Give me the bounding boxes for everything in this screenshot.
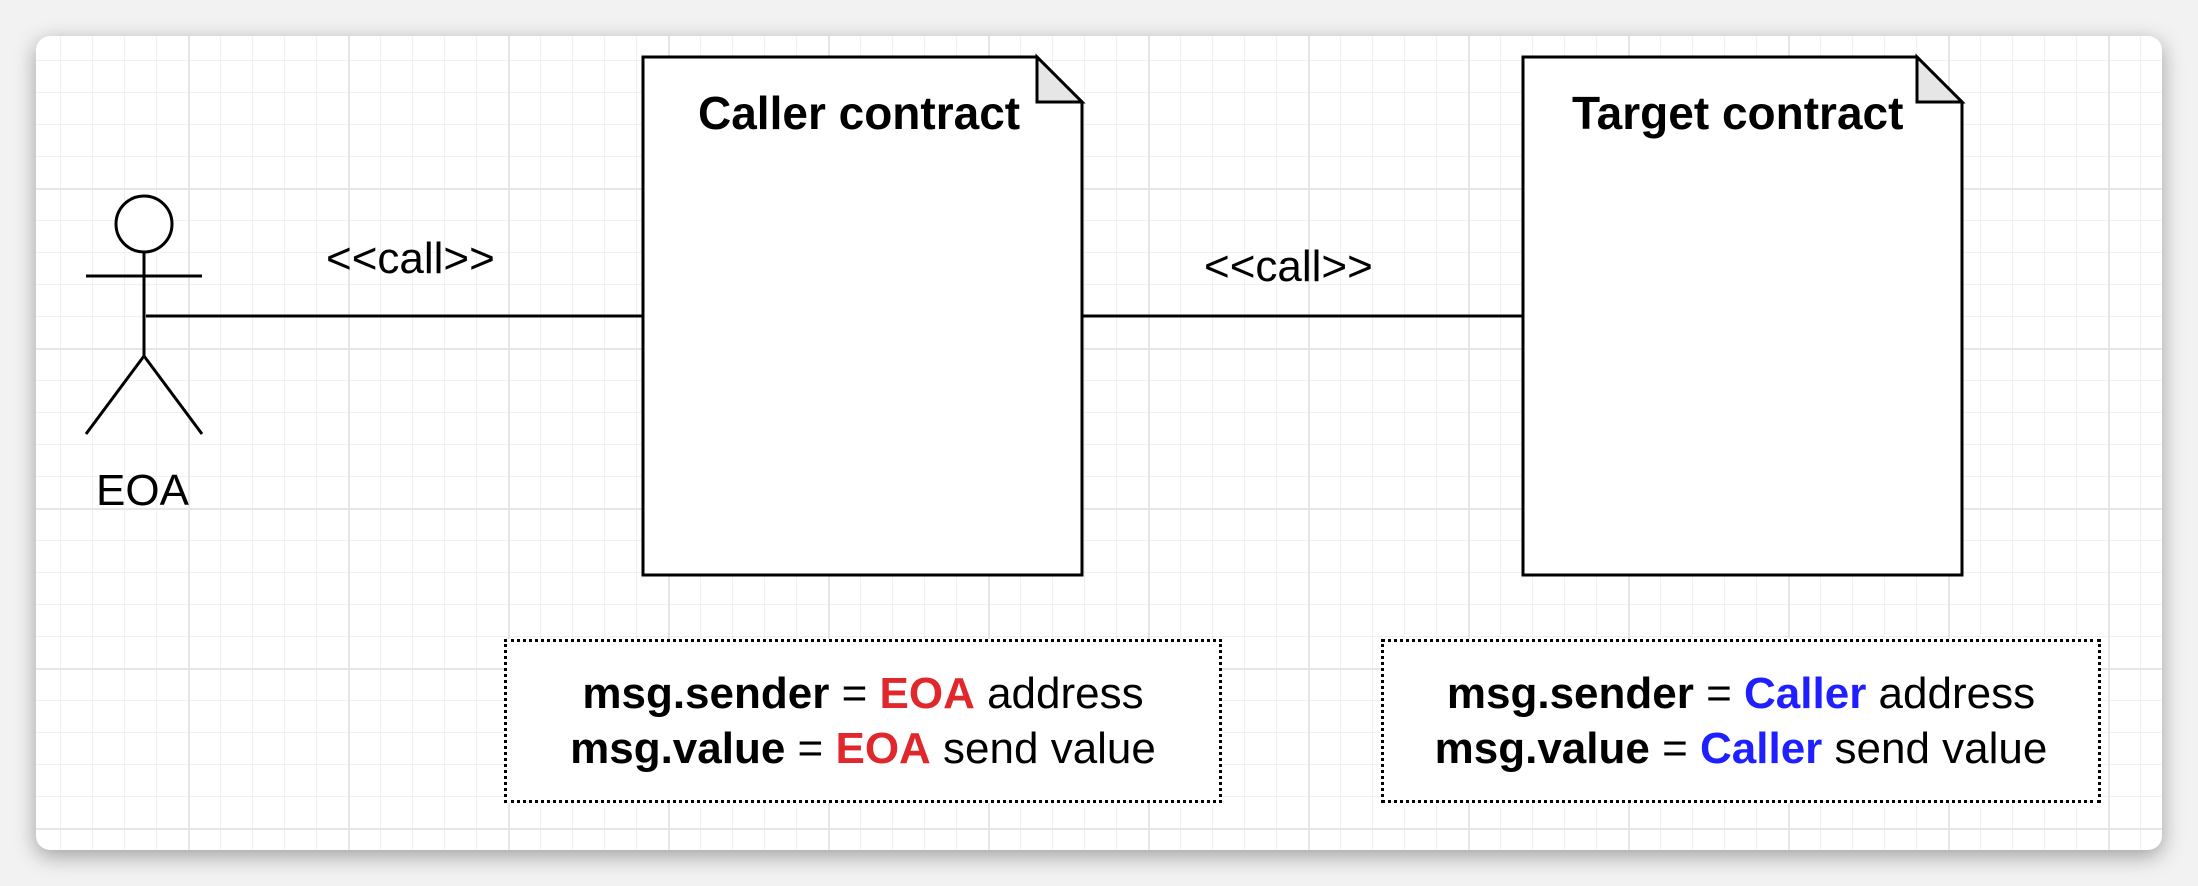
highlight-eoa: EOA <box>835 724 931 773</box>
highlight-caller: Caller <box>1744 669 1867 718</box>
arrow-eoa-to-caller[interactable] <box>146 300 682 332</box>
edge-label-eoa-caller: <<call>> <box>326 234 495 283</box>
caller-contract-title: Caller contract <box>698 87 1021 139</box>
folded-corner-icon <box>1915 53 1966 104</box>
target-contract-box[interactable] <box>1521 53 1966 577</box>
arrow-caller-to-target[interactable] <box>1083 300 1562 332</box>
folded-corner-icon <box>1035 53 1086 104</box>
caller-contract-box[interactable] <box>641 53 1086 577</box>
note-line-value: msg.value = Caller send value <box>1434 724 2048 773</box>
note-line-sender: msg.sender = Caller address <box>1446 669 2036 718</box>
target-contract-title: Target contract <box>1572 87 1904 139</box>
highlight-caller: Caller <box>1700 724 1823 773</box>
caller-context-note: msg.sender = EOA address msg.value = EOA… <box>504 639 1222 803</box>
actor-left-leg <box>84 355 146 435</box>
diagram-shapes <box>84 53 1966 577</box>
note-line-sender: msg.sender = EOA address <box>582 669 1144 718</box>
actor-right-leg <box>142 355 204 435</box>
highlight-eoa: EOA <box>879 669 975 718</box>
edge-label-caller-target: <<call>> <box>1204 242 1373 291</box>
note-line-value: msg.value = EOA send value <box>570 724 1156 773</box>
target-context-note: msg.sender = Caller address msg.value = … <box>1381 639 2101 803</box>
actor-head <box>114 194 174 254</box>
diagram-canvas: Caller contract Target contract <<call>>… <box>36 36 2162 850</box>
eoa-actor-figure[interactable] <box>84 194 204 435</box>
actor-label: EOA <box>96 466 189 515</box>
